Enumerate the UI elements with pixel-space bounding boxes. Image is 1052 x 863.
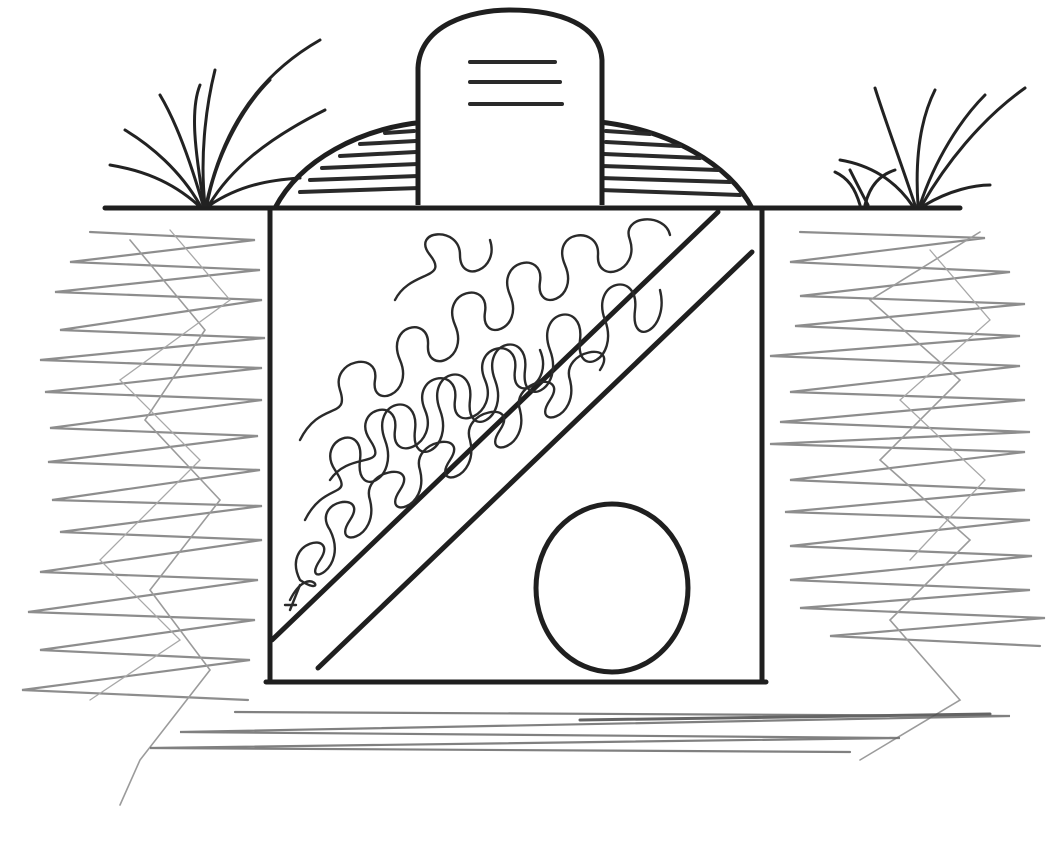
headstone-icon <box>418 10 602 205</box>
round-object <box>536 504 688 672</box>
scribbled-fill <box>285 219 670 610</box>
bottom-soil-hatching <box>150 712 1010 752</box>
right-soil-hatching <box>770 232 1045 760</box>
left-soil-hatching <box>22 230 265 805</box>
grave-shaft <box>266 208 766 682</box>
diagonal-divider-outer <box>272 212 718 640</box>
grass-tuft-icon-right <box>835 88 1025 205</box>
